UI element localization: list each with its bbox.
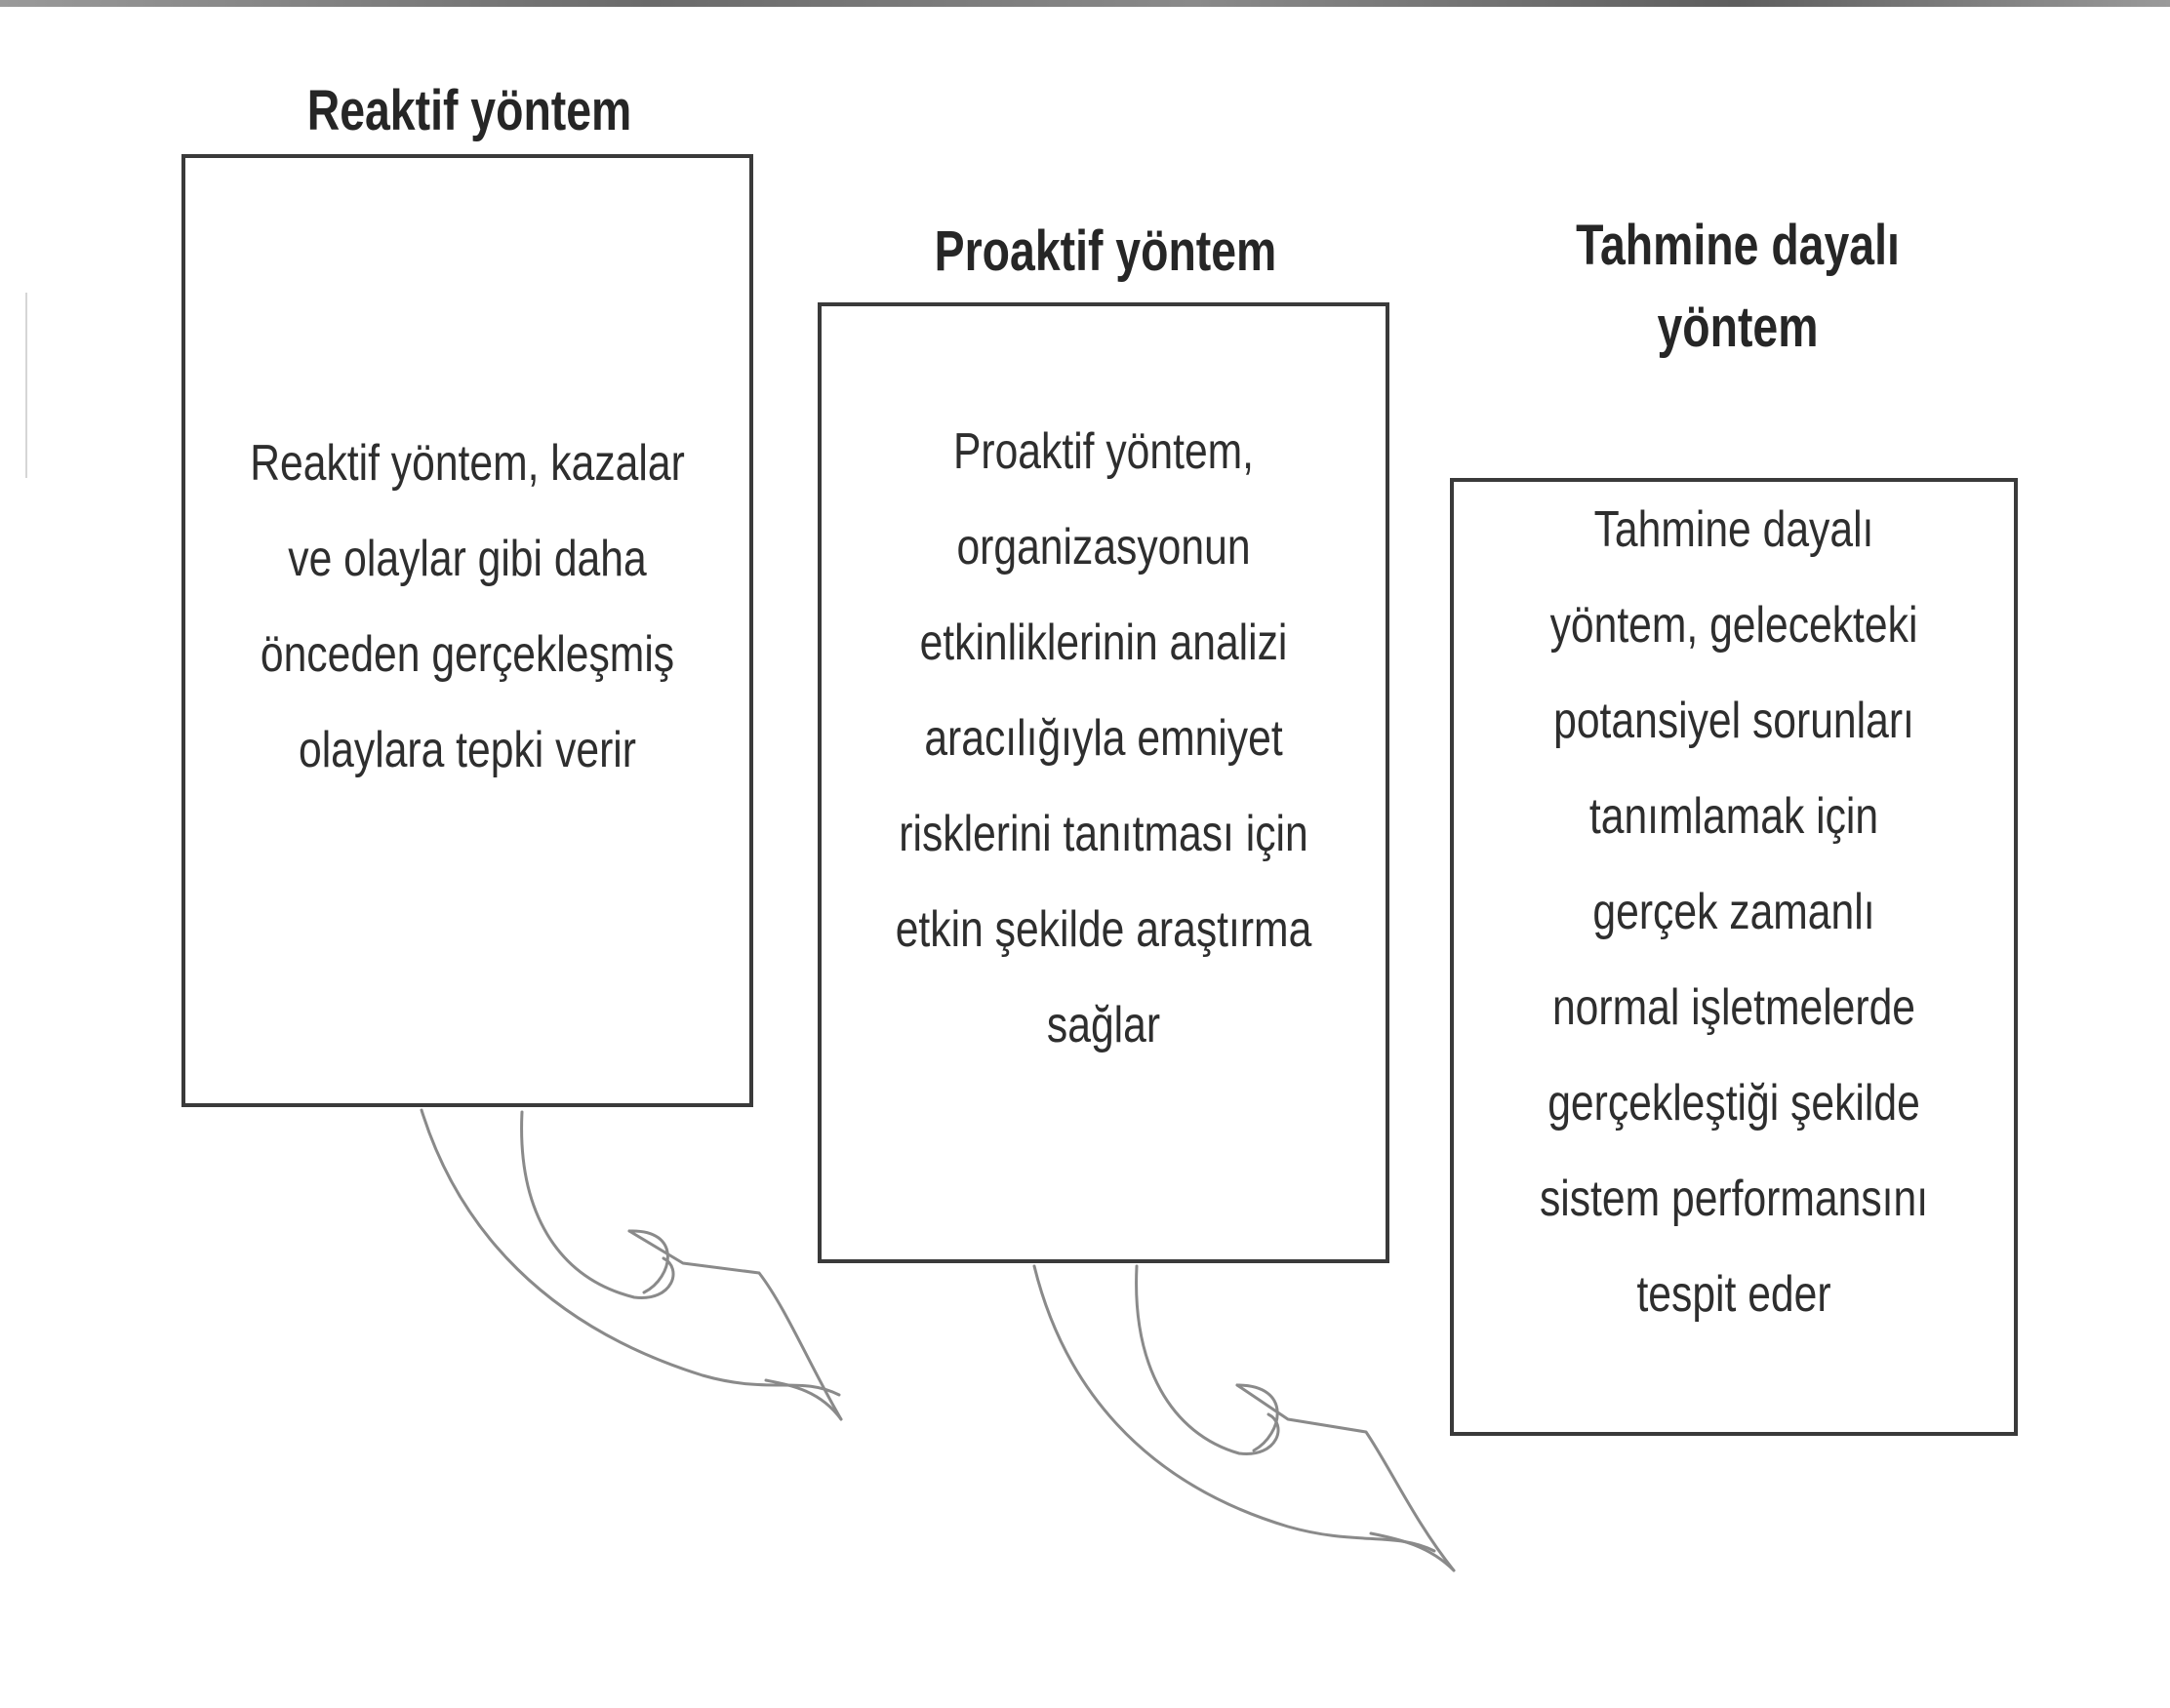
predictive-method-box: Tahmine dayalı yöntem, gelecekteki potan… (1450, 478, 2018, 1436)
reactive-method-description: Reaktif yöntem, kazalar ve olaylar gibi … (236, 416, 699, 798)
proactive-method-title: Proaktif yöntem (875, 211, 1336, 293)
arrow-proactive-to-predictive (1034, 1266, 1454, 1570)
predictive-method-title: Tahmine dayalı yöntem (1507, 205, 1968, 369)
reactive-method-title: Reaktif yöntem (239, 70, 700, 152)
top-border-line (0, 0, 2170, 7)
proactive-method-box: Proaktif yöntem, organizasyonun etkinlik… (818, 302, 1389, 1263)
predictive-method-description: Tahmine dayalı yöntem, gelecekteki potan… (1505, 482, 1964, 1342)
reactive-method-box: Reaktif yöntem, kazalar ve olaylar gibi … (181, 154, 753, 1107)
scan-edge-mark (25, 293, 27, 478)
arrow-reactive-to-proactive (422, 1110, 841, 1419)
proactive-method-description: Proaktif yöntem, organizasyonun etkinlik… (872, 404, 1335, 1073)
